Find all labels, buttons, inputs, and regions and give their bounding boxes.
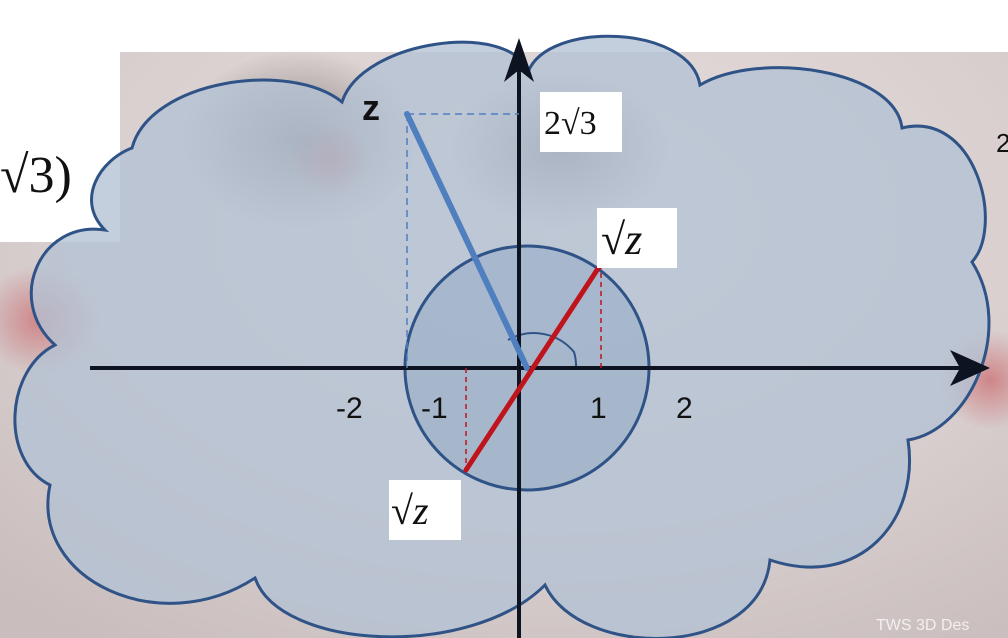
sqrt-z-lower-box — [389, 480, 461, 540]
y-value-label-box — [540, 92, 622, 152]
y-axis-arrowhead-icon — [504, 38, 534, 82]
y-value-label: 2√3 — [544, 105, 597, 142]
sqrt-z-upper-label: √z — [601, 215, 642, 264]
root-segment — [463, 261, 604, 473]
tick-label-neg1: -1 — [421, 392, 448, 425]
x-axis-arrowhead-icon — [950, 350, 990, 386]
tick-label-1: 1 — [590, 392, 607, 425]
point-z-label: z — [362, 87, 380, 128]
tick-label-2: 2 — [676, 392, 693, 425]
top-strip — [0, 0, 1008, 52]
sqrt-z-upper-box — [597, 208, 677, 268]
tick-label-neg2: -2 — [336, 392, 363, 425]
watermark: TWS 3D Des — [876, 617, 969, 634]
formula-fragment: √3) — [0, 147, 72, 204]
z-vector — [404, 111, 530, 371]
sqrt-z-lower-label: √z — [391, 488, 429, 533]
top-right-fragment: 2 — [996, 128, 1008, 158]
